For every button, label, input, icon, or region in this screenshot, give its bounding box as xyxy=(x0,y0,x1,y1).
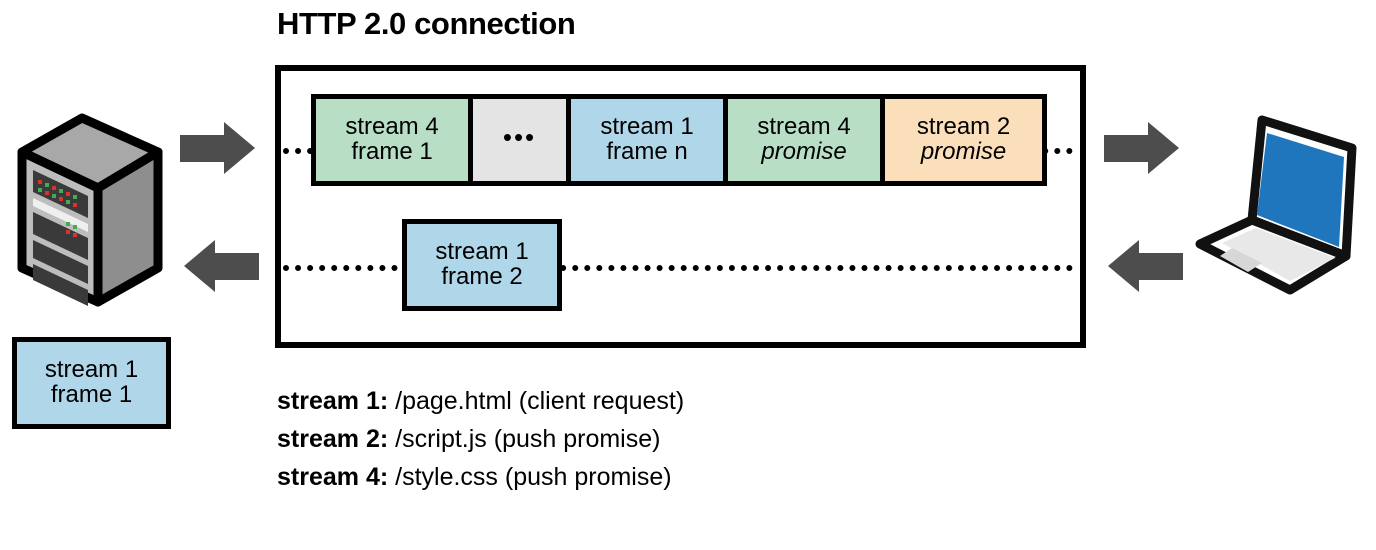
legend-row-stream-1: stream 1: /page.html (client request) xyxy=(277,382,684,420)
frame-strip-top-lane: stream 4 frame 1 ••• stream 1 frame n st… xyxy=(311,94,1047,186)
frame-line-2: frame n xyxy=(606,138,688,165)
arrow-right-icon-server-outbound xyxy=(180,122,259,174)
frame-line-2: promise xyxy=(761,138,847,165)
frame-line-2: frame 2 xyxy=(441,263,523,290)
frame-stream-1-frame-n[interactable]: stream 1 frame n xyxy=(571,99,728,181)
arrow-left-icon-server-inbound xyxy=(180,240,259,292)
page-title: HTTP 2.0 connection xyxy=(277,6,576,41)
ellipsis-label: ••• xyxy=(502,122,537,153)
legend-row-stream-2: stream 2: /script.js (push promise) xyxy=(277,420,684,458)
arrow-right-icon-client-inbound xyxy=(1104,122,1183,174)
server-icon xyxy=(16,112,164,308)
frame-ellipsis: ••• xyxy=(473,99,571,181)
arrow-shaft xyxy=(180,135,228,162)
frame-line-2: frame 1 xyxy=(50,381,133,408)
frame-line-1: stream 4 xyxy=(757,113,851,141)
frame-line-1: stream 1 xyxy=(600,113,694,141)
legend-row-stream-4: stream 4: /style.css (push promise) xyxy=(277,458,684,496)
legend-stream-desc: /page.html (client request) xyxy=(395,387,685,415)
frame-stream-1-frame-2[interactable]: stream 1 frame 2 xyxy=(402,219,562,311)
legend-stream-label: stream 4: xyxy=(277,463,389,491)
legend-stream-label: stream 2: xyxy=(277,425,389,453)
flow-line-response xyxy=(283,265,1073,271)
arrow-head xyxy=(1108,240,1139,292)
legend-stream-desc: /script.js (push promise) xyxy=(395,425,661,453)
frame-stream-4-frame-1[interactable]: stream 4 frame 1 xyxy=(316,99,473,181)
legend-stream-label: stream 1: xyxy=(277,387,389,415)
connection-box xyxy=(275,65,1086,348)
frame-stream-4-promise[interactable]: stream 4 promise xyxy=(728,99,885,181)
frame-line-2: promise xyxy=(920,138,1007,165)
arrow-shaft xyxy=(1104,135,1152,162)
arrow-head xyxy=(224,122,255,174)
frame-line-1: stream 1 xyxy=(44,356,139,384)
legend-stream-desc: /style.css (push promise) xyxy=(395,463,672,491)
frame-line-2: frame 1 xyxy=(351,138,433,165)
arrow-head xyxy=(1148,122,1179,174)
arrow-shaft xyxy=(1135,253,1183,280)
frame-line-1: stream 2 xyxy=(916,113,1011,141)
arrow-left-icon-client-outbound xyxy=(1104,240,1183,292)
arrow-head xyxy=(184,240,215,292)
frame-line-1: stream 4 xyxy=(345,113,439,141)
frame-stream-2-promise[interactable]: stream 2 promise xyxy=(885,99,1042,181)
laptop-icon xyxy=(1194,108,1366,298)
frame-line-1: stream 1 xyxy=(435,238,529,266)
legend: stream 1: /page.html (client request) st… xyxy=(277,382,684,496)
arrow-shaft xyxy=(211,253,259,280)
frame-stream-1-frame-1[interactable]: stream 1 frame 1 xyxy=(12,337,171,429)
